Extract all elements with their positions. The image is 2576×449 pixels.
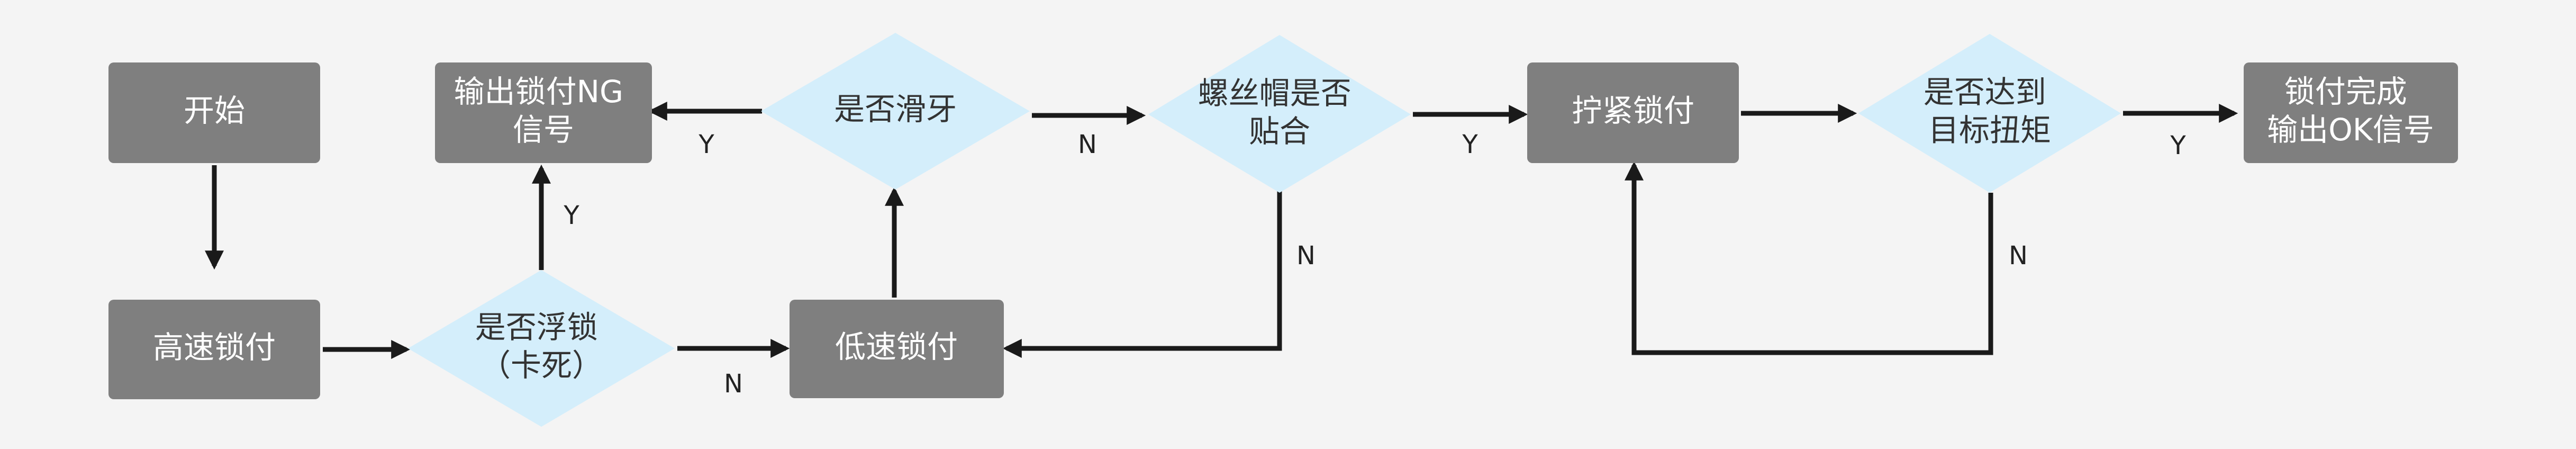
decision-slip-line-1: 是否滑牙: [834, 91, 957, 127]
svg-text:高速锁付: 高速锁付: [153, 329, 276, 365]
decision-torque: 是否达到 目标扭矩: [1858, 34, 2121, 193]
edge-label-torque-to-tighten: N: [2009, 241, 2028, 271]
node-done-line-2: 输出OK信号: [2267, 112, 2434, 148]
edge-label-cap-to-low: N: [1296, 241, 1316, 271]
edge-label-slip-to-ng: Y: [698, 130, 714, 159]
node-low-speed-lock: 低速锁付: [790, 300, 1004, 398]
node-start: 开始: [108, 62, 320, 163]
node-tighten-line-1: 拧紧锁付: [1572, 93, 1694, 129]
node-low-speed-box: [790, 300, 1004, 398]
edge-label-float-to-ng: Y: [563, 201, 579, 230]
node-high-speed-box: [108, 300, 320, 399]
svg-text:螺丝帽是否 贴合: 螺丝帽是否 贴合: [1198, 75, 1361, 149]
svg-text:开始: 开始: [184, 93, 245, 129]
node-output-ng: 输出锁付NG 信号: [435, 62, 652, 163]
svg-text:输出锁付NG 信号: 输出锁付NG 信号: [454, 74, 633, 148]
decision-slip: 是否滑牙: [761, 33, 1030, 190]
node-done-line-1: 锁付完成: [2284, 74, 2407, 110]
decision-slip-shape: [761, 33, 1030, 190]
node-high-speed-line-1: 高速锁付: [153, 329, 276, 365]
node-output-ng-line-1: 输出锁付NG: [454, 74, 623, 110]
node-done-output-ok: 锁付完成 输出OK信号: [2244, 62, 2458, 163]
edge-label-float-to-low: N: [724, 369, 743, 399]
decision-float-lock-shape: [408, 270, 675, 427]
edge-torque-to-tighten: [1625, 161, 1993, 355]
svg-text:是否滑牙: 是否滑牙: [834, 91, 957, 127]
node-output-ng-box: [435, 62, 652, 163]
node-low-speed-line-1: 低速锁付: [835, 329, 958, 365]
svg-text:是否浮锁 （卡死）: 是否浮锁 （卡死）: [475, 309, 607, 383]
node-tighten-box: [1527, 62, 1739, 163]
decision-cap-fit-shape: [1148, 35, 1411, 193]
decision-float-lock-line-1: 是否浮锁: [475, 309, 598, 345]
edge-label-slip-to-cap: N: [1078, 130, 1097, 159]
svg-text:是否达到 目标扭矩: 是否达到 目标扭矩: [1924, 74, 2056, 148]
decision-cap-fit-line-2: 贴合: [1249, 113, 1310, 149]
svg-text:拧紧锁付: 拧紧锁付: [1572, 93, 1694, 129]
node-output-ng-line-2: 信号: [513, 112, 574, 148]
svg-text:低速锁付: 低速锁付: [835, 329, 958, 365]
svg-text:锁付完成 输出OK信号: 锁付完成 输出OK信号: [2267, 74, 2434, 148]
decision-torque-line-1: 是否达到: [1924, 74, 2046, 110]
decision-float-lock-line-2: （卡死）: [480, 347, 603, 383]
node-done-box: [2244, 62, 2458, 163]
node-tighten-lock: 拧紧锁付: [1527, 62, 1739, 163]
edge-label-torque-to-done: Y: [2170, 131, 2186, 160]
node-start-line-1: 开始: [184, 93, 245, 129]
decision-torque-shape: [1858, 34, 2121, 193]
decision-cap-fit: 螺丝帽是否 贴合: [1148, 35, 1411, 193]
node-start-box: [108, 62, 320, 163]
edge-label-cap-to-tighten: Y: [1462, 130, 1478, 159]
edge-cap-fit-to-low-speed: [1002, 191, 1282, 358]
decision-torque-line-2: 目标扭矩: [1928, 112, 2051, 148]
node-high-speed-lock: 高速锁付: [108, 300, 320, 399]
decision-float-lock: 是否浮锁 （卡死）: [408, 270, 675, 427]
decision-cap-fit-line-1: 螺丝帽是否: [1198, 75, 1352, 111]
